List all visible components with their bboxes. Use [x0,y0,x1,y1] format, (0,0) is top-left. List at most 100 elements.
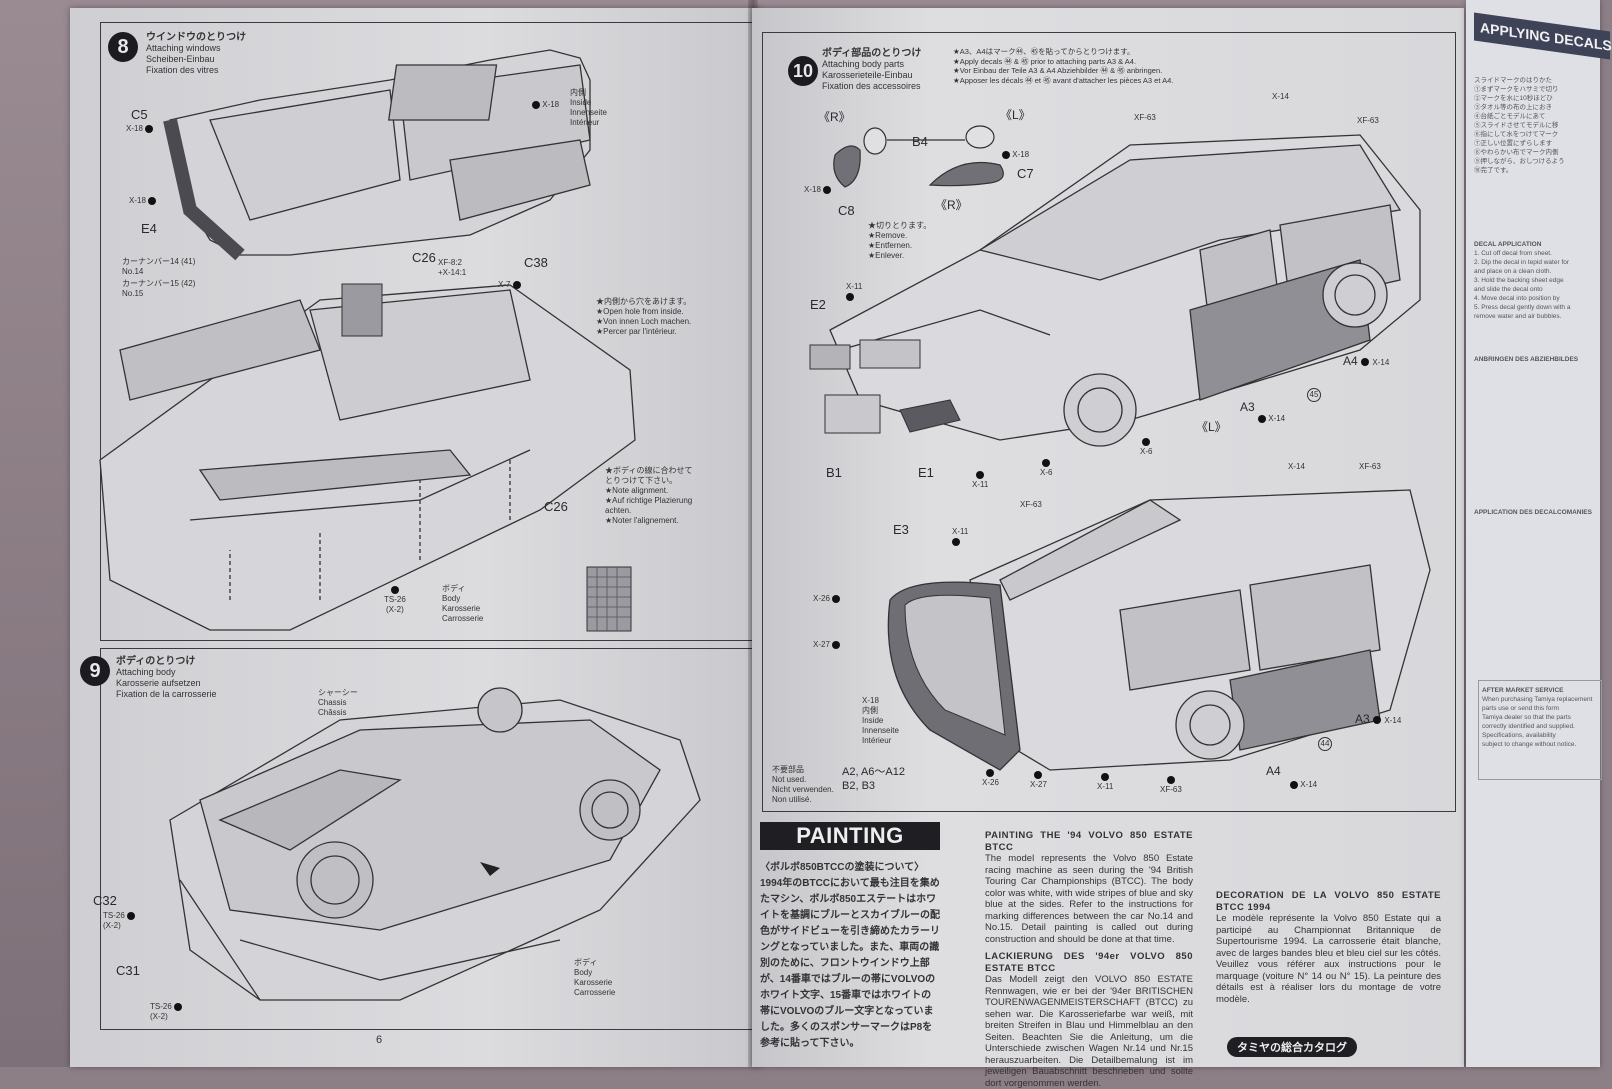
paint-code: X-18 [126,124,143,133]
paint-code: X-26 [982,778,999,787]
paint-code: XF-8:2 [438,258,463,267]
paint-code: X-11 [1097,782,1114,791]
instruction-line: ②マークを水に10秒ほどひ [1474,95,1553,102]
step-8-title-de: Scheiben-Einbau [146,54,215,64]
paint-code: +X-14:1 [438,268,467,277]
part-label-b4: B4 [912,134,928,149]
paint-label-x18: X-18 [1002,150,1029,160]
paint-label-x6: X-6 [1140,437,1152,457]
remove-note: ★切りとります。 ★Remove. ★Entfernen. ★Enlever. [868,221,931,261]
step-9-title-en: Attaching body [116,667,176,677]
note-de: ★Vor Einbau der Teile A3 & A4 Abziehbild… [953,66,1163,75]
instruction-heading: APPLICATION DES DECALCOMANIES [1474,509,1592,516]
decal-name-en: No.15 [122,289,144,298]
step-9-title-jp: ボディのとりつけ [116,656,196,667]
open-hole-note: ★内側から穴をあけます。 ★Open hole from inside. ★Vo… [596,297,691,337]
paint-code: X-18 [129,196,146,205]
paint-dot-icon [952,537,960,546]
inside-fr: Intérieur [862,736,892,745]
decal-number: 42 [183,279,193,288]
part-label-c32: C32 [93,893,117,908]
decal-instructions-jp: スライドマークのはりかた ①まずマークをハサミで切り ②マークを水に10秒ほどひ… [1474,76,1598,175]
step-10-panel [762,32,1456,812]
note-fr: ★Apposer les décals ㊹ et ㊺ avant d'attac… [953,75,1174,85]
paint-label-xf63: XF-63 [1134,113,1156,122]
instruction-heading: ANBRINGEN DES ABZIEHBILDES [1474,356,1579,363]
paint-label-x26: X-26 [813,594,841,604]
inside-de: Innenseite [570,108,607,117]
painting-fr-body: Le modèle représente la Volvo 850 Estate… [1216,913,1441,1005]
instruction-line: and place on a clean cloth. [1474,268,1552,275]
painting-en-de-column: PAINTING THE '94 VOLVO 850 ESTATE BTCC T… [985,830,1193,1089]
alignment-note: ★ボディの線に合わせて とりつけて下さい。 ★Note alignment. ★… [605,466,692,526]
paint-label-x7: X-7 [498,280,521,290]
decal-instructions-fr: APPLICATION DES DECALCOMANIES [1474,508,1598,517]
paint-label-xf63: XF-63 [1359,462,1381,471]
body-de: Karosserie [442,604,481,613]
not-used-en: Not used. [772,775,807,784]
body-shell-drawing [99,283,636,631]
instruction-heading: DECAL APPLICATION [1474,241,1542,248]
inside-jp: 内側 [570,88,586,97]
paint-dot-icon [986,768,995,777]
paint-code: X-6 [1040,468,1053,477]
inside-note: 内側 Inside Innenseite Intérieur [570,88,607,128]
chassis-label: シャーシー Chassis Châssis [318,688,358,718]
paint-code: TS-26 [384,595,406,604]
paint-label-x14: X-14 [1290,780,1317,790]
paint-dot-icon [1290,780,1298,789]
paint-label-ts26: TS-26(X-2) [384,585,406,615]
paint-code: (X-2) [150,1012,168,1021]
instruction-line: 3. Hold the backing sheet edge [1474,277,1564,284]
paint-code: X-7 [498,280,511,289]
note-en: ★Note alignment. [605,486,669,495]
part-label-a4: A4 [1266,764,1281,778]
decal-instructions-de: ANBRINGEN DES ABZIEHBILDES [1474,355,1598,364]
paint-label-x18: X-18 [532,100,559,110]
step-10-decal-notes: ★A3、A4はマーク㊹、㊺を貼ってからとりつけます。 ★Apply decals… [953,47,1173,85]
body-fr: Carrosserie [574,988,616,997]
instruction-line: ⑥指にして水をつけてマーク [1474,131,1559,138]
part-label-a3: A3 X-14 [1355,712,1401,726]
step-8-title-en: Attaching windows [146,43,221,53]
part-label-c8: C8 [838,203,855,218]
note-jp: ★ボディの線に合わせて [605,466,693,475]
decal-label-no14: カーナンバー14 (41)No.14 [122,257,196,276]
step-8-title: ウインドウのとりつけ Attaching windows Scheiben-Ei… [146,32,246,76]
note-en: ★Remove. [868,231,908,240]
catalog-badge: タミヤの総合カタログ [1227,1037,1357,1057]
paint-label-x26: X-26 [982,768,999,788]
instruction-line: ⑧やわらかい布でマーク内側 [1474,149,1559,156]
after-market-service-box [1478,680,1602,780]
note-de: ★Entfernen. [868,241,913,250]
paint-label-x27: X-27 [813,640,841,650]
part-id: A3 [1355,712,1370,726]
paint-dot-icon [846,292,854,301]
body-de: Karosserie [574,978,613,987]
part-label-c31: C31 [116,963,140,978]
part-label-e3: E3 [893,522,909,537]
side-label-right: 《R》 [818,110,851,124]
service-heading: AFTER MARKET SERVICE [1482,687,1564,694]
paint-label-x11: X-11 [972,470,988,490]
step-9-title: ボディのとりつけ Attaching body Karosserie aufse… [116,656,217,700]
not-used-label: 不要部品 Not used. Nicht verwenden. Non util… [772,765,834,805]
instruction-line: ⑤スライドさせてモデルに移 [1474,122,1559,129]
note-en: ★Apply decals ㊹ & ㊺ prior to attaching p… [953,56,1137,66]
paint-label-xf63: XF-63 [1020,500,1042,509]
paint-code: (X-2) [103,921,121,930]
paint-code: X-18 [862,696,879,705]
car-front-drawing [809,134,1421,447]
paint-dot-icon [832,594,841,603]
note-fr: ★Noter l'alignement. [605,516,679,525]
paint-dot-icon [1258,414,1266,423]
after-market-service-text: AFTER MARKET SERVICE When purchasing Tam… [1482,686,1606,749]
instruction-line: 1. Cut off decal from sheet. [1474,250,1552,257]
paint-label-x11: X-11 [1097,772,1113,792]
paint-code: X-27 [1030,780,1047,789]
paint-dot-icon [1361,357,1370,366]
paint-dot-icon [127,911,136,920]
part-label-a3: A3 [1240,400,1255,414]
body-jp: ボディ [574,958,598,967]
service-line: Specifications, availability [1482,732,1556,739]
